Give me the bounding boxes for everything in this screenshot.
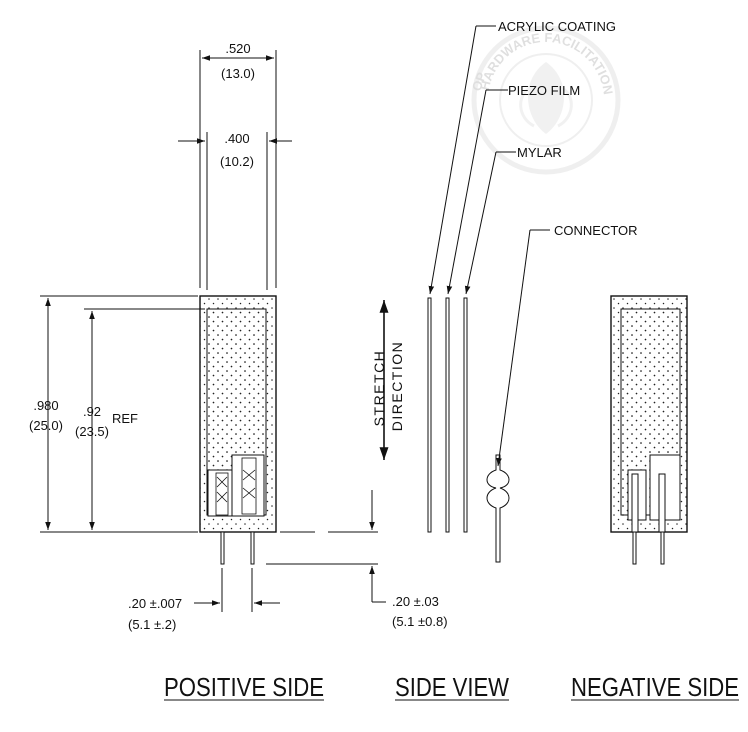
watermark-ring-prefix: OP bbox=[469, 70, 490, 93]
dim-inner-height-mm: (23.5) bbox=[75, 424, 109, 439]
label-piezo-film: PIEZO FILM bbox=[508, 83, 580, 98]
dim-outer-height: .980 bbox=[33, 398, 58, 413]
label-connector: CONNECTOR bbox=[554, 223, 638, 238]
dim-outer-width: .520 bbox=[225, 41, 250, 56]
dim-inner-width: .400 bbox=[224, 131, 249, 146]
side-view: ACRYLIC COATING PIEZO FILM MYLAR CONNECT… bbox=[395, 19, 638, 702]
direction-label: DIRECTION bbox=[389, 341, 405, 432]
dim-pin-length: .20 ±.03 bbox=[392, 594, 439, 609]
negative-leads bbox=[627, 454, 681, 565]
label-mylar: MYLAR bbox=[517, 145, 562, 160]
dim-pin-spacing: .20 ±.007 bbox=[128, 596, 182, 611]
positive-side-view: .520 (13.0) .400 (10.2) .980 (25.0) .92 … bbox=[29, 41, 448, 702]
side-connector bbox=[486, 454, 510, 563]
title-positive-side: POSITIVE SIDE bbox=[164, 672, 324, 702]
label-acrylic-coating: ACRYLIC COATING bbox=[498, 19, 616, 34]
dim-outer-width-mm: (13.0) bbox=[221, 66, 255, 81]
dim-inner-height: .92 bbox=[83, 404, 101, 419]
dim-outer-height-mm: (25.0) bbox=[29, 418, 63, 433]
dim-inner-height-ref: REF bbox=[112, 411, 138, 426]
layer-piezo bbox=[445, 297, 450, 533]
title-negative-side: NEGATIVE SIDE bbox=[571, 672, 739, 702]
negative-side-view: NEGATIVE SIDE bbox=[571, 295, 739, 702]
title-side-view: SIDE VIEW bbox=[395, 672, 509, 702]
stretch-label: STRETCH bbox=[371, 350, 387, 427]
connector-pins bbox=[220, 531, 255, 565]
stretch-direction: STRETCH DIRECTION bbox=[371, 300, 405, 460]
layer-mylar bbox=[463, 297, 468, 533]
dim-inner-width-mm: (10.2) bbox=[220, 154, 254, 169]
dim-pin-length-mm: (5.1 ±0.8) bbox=[392, 614, 448, 629]
crimp-contacts bbox=[207, 454, 265, 517]
layer-acrylic bbox=[427, 297, 432, 533]
dim-pin-spacing-mm: (5.1 ±.2) bbox=[128, 617, 176, 632]
